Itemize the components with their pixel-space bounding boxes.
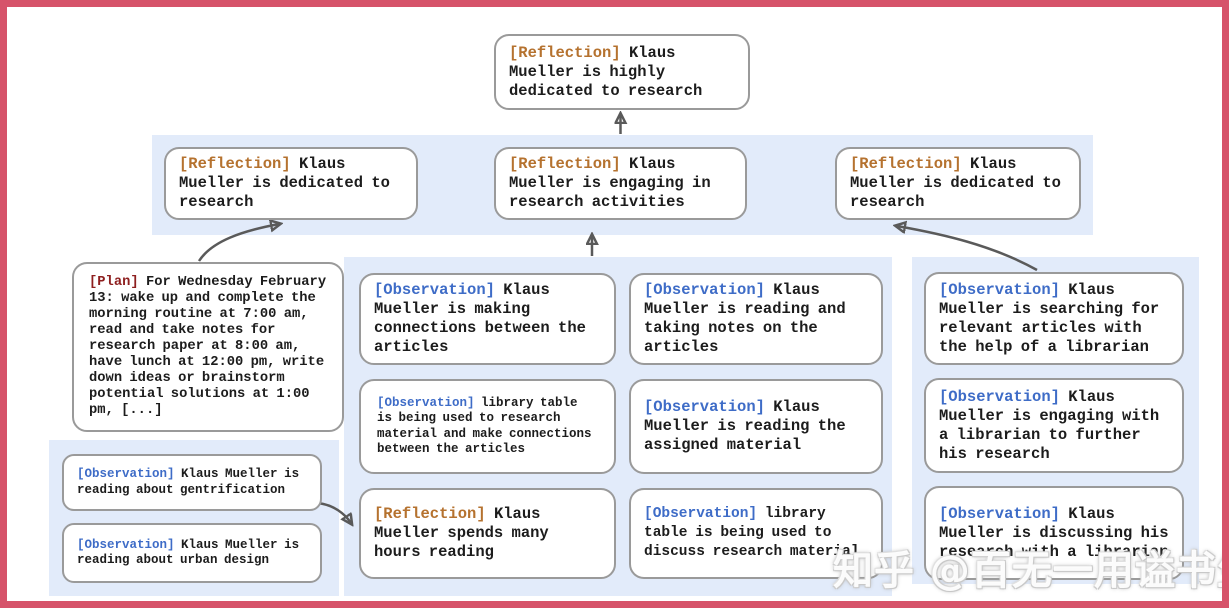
reflection-tag: [Reflection] xyxy=(374,505,486,523)
node-reflection-middle: [Reflection] Klaus Mueller is engaging i… xyxy=(494,147,747,220)
node-observation-library-table-discuss: [Observation] library table is being use… xyxy=(629,488,883,579)
node-text: library table is being used to discuss r… xyxy=(644,506,860,560)
node-text: Klaus Mueller is dedicated to research xyxy=(850,155,1061,211)
node-text: Klaus Mueller is discussing his research… xyxy=(939,504,1169,561)
observation-tag: [Observation] xyxy=(377,395,475,410)
reflection-tag: [Reflection] xyxy=(509,155,621,173)
reflection-tag: [Reflection] xyxy=(850,155,962,173)
reflection-tag: [Reflection] xyxy=(509,43,621,62)
reflection-tag: [Reflection] xyxy=(179,155,291,173)
node-observation-assigned-material: [Observation] Klaus Mueller is reading t… xyxy=(629,379,883,474)
observation-tag: [Observation] xyxy=(374,281,495,299)
observation-tag: [Observation] xyxy=(644,506,758,522)
node-root-reflection: [Reflection] Klaus Mueller is highly ded… xyxy=(494,34,750,110)
node-reflection-hours-reading: [Reflection] Klaus Mueller spends many h… xyxy=(359,488,616,579)
observation-tag: [Observation] xyxy=(939,387,1060,406)
node-text: Klaus Mueller is engaging in research ac… xyxy=(509,155,711,211)
node-text: Klaus Mueller is reading about gentrific… xyxy=(77,467,300,497)
node-text: Klaus Mueller is making connections betw… xyxy=(374,281,586,356)
node-text: Klaus Mueller is reading and taking note… xyxy=(644,281,846,356)
node-observation-urban-design: [Observation] Klaus Mueller is reading a… xyxy=(62,523,322,583)
node-text: Klaus Mueller is reading about urban des… xyxy=(77,537,300,568)
node-reflection-left: [Reflection] Klaus Mueller is dedicated … xyxy=(164,147,418,220)
observation-tag: [Observation] xyxy=(644,398,765,416)
plan-tag: [Plan] xyxy=(89,275,139,290)
node-observation-searching-articles: [Observation] Klaus Mueller is searching… xyxy=(924,272,1184,365)
node-text: For Wednesday February 13: wake up and c… xyxy=(89,275,327,418)
node-text: Klaus Mueller is highly dedicated to res… xyxy=(509,43,703,100)
node-text: Klaus Mueller is dedicated to research xyxy=(179,155,390,211)
node-observation-discussing-librarian: [Observation] Klaus Mueller is discussin… xyxy=(924,486,1184,580)
observation-tag: [Observation] xyxy=(77,467,175,481)
node-observation-gentrification: [Observation] Klaus Mueller is reading a… xyxy=(62,454,322,511)
observation-tag: [Observation] xyxy=(644,281,765,299)
node-observation-making-connections: [Observation] Klaus Mueller is making co… xyxy=(359,273,616,365)
node-text: library table is being used to research … xyxy=(377,395,592,457)
node-reflection-right: [Reflection] Klaus Mueller is dedicated … xyxy=(835,147,1081,220)
observation-tag: [Observation] xyxy=(939,504,1060,523)
node-text: Klaus Mueller spends many hours reading xyxy=(374,505,549,561)
node-text: Klaus Mueller is reading the assigned ma… xyxy=(644,398,846,454)
node-observation-taking-notes: [Observation] Klaus Mueller is reading a… xyxy=(629,273,883,365)
node-observation-library-table-research: [Observation] library table is being use… xyxy=(359,379,616,474)
node-text: Klaus Mueller is engaging with a librari… xyxy=(939,387,1160,463)
watermark: 知乎 @百无一用谥书生 xyxy=(833,548,1229,594)
node-plan: [Plan] For Wednesday February 13: wake u… xyxy=(72,262,344,432)
observation-tag: [Observation] xyxy=(939,280,1060,299)
node-observation-engaging-librarian: [Observation] Klaus Mueller is engaging … xyxy=(924,378,1184,473)
observation-tag: [Observation] xyxy=(77,537,175,552)
node-text: Klaus Mueller is searching for relevant … xyxy=(939,280,1160,356)
